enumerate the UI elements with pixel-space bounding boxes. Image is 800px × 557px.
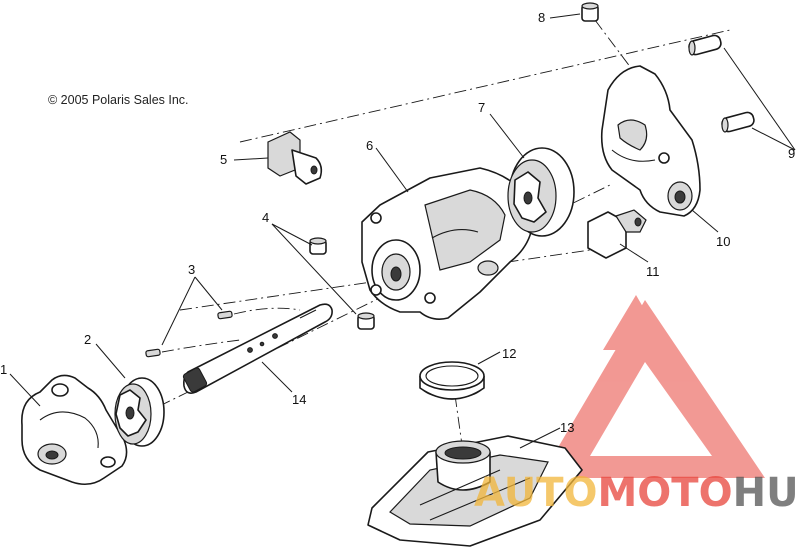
callout-labels: 1 2 3 4 5 6 7 8 9 10 11 12 13 14 xyxy=(0,10,795,435)
callout-7: 7 xyxy=(478,100,485,115)
callout-2: 2 xyxy=(84,332,91,347)
watermark-text: AUTOMOTOHUB xyxy=(474,470,800,516)
leader-lines xyxy=(9,13,796,449)
part-7-outer-rotor xyxy=(507,147,575,237)
part-11-fitting xyxy=(587,209,647,259)
callout-11: 11 xyxy=(646,264,660,279)
part-9-dowel-pins xyxy=(688,34,755,133)
callout-13: 13 xyxy=(560,420,574,435)
callout-8: 8 xyxy=(538,10,545,25)
callout-10: 10 xyxy=(716,234,730,249)
watermark-auto: AUTO xyxy=(474,470,598,516)
part-13-pickup-screen xyxy=(367,435,583,547)
part-10-rear-cover xyxy=(600,65,701,217)
part-4-dowels xyxy=(309,237,375,330)
copyright-notice: © 2005 Polaris Sales Inc. xyxy=(48,93,189,107)
callout-9: 9 xyxy=(788,146,795,161)
callout-4: 4 xyxy=(262,210,269,225)
callout-14: 14 xyxy=(292,392,306,407)
callout-6: 6 xyxy=(366,138,373,153)
callout-3: 3 xyxy=(188,262,195,277)
part-1-end-cover xyxy=(21,374,128,486)
callout-1: 1 xyxy=(0,362,7,377)
watermark-triangle xyxy=(540,300,765,478)
callout-12: 12 xyxy=(502,346,516,361)
part-3-pins xyxy=(145,307,301,358)
watermark-logo xyxy=(540,295,765,478)
part-14-drive-shaft xyxy=(182,303,333,394)
part-8-bushing xyxy=(581,2,599,22)
part-12-seal-ring xyxy=(419,361,485,400)
watermark-hub: HUB xyxy=(733,470,800,516)
part-5-fitting xyxy=(267,131,323,185)
part-2-rotor xyxy=(114,377,165,447)
watermark-moto: MOTO xyxy=(598,470,733,516)
part-6-pump-body xyxy=(361,167,533,320)
callout-5: 5 xyxy=(220,152,227,167)
